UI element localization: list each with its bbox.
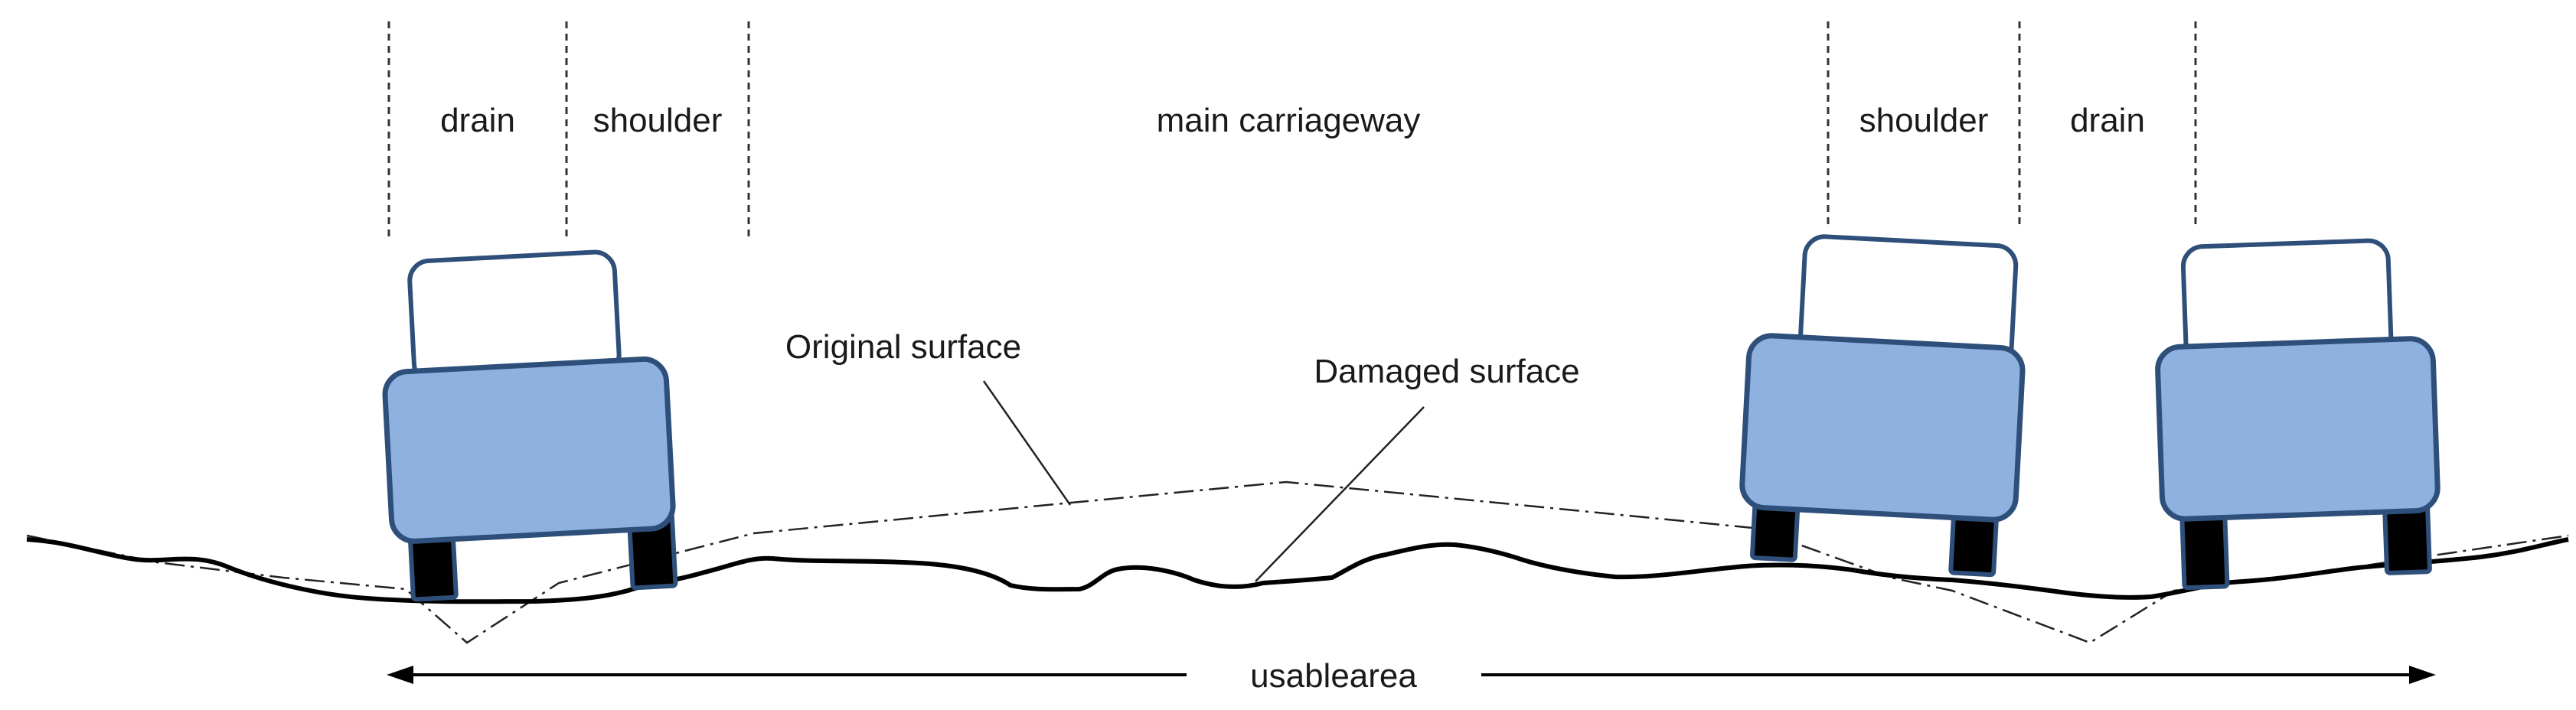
label-left-shoulder: shoulder — [593, 102, 723, 139]
label-usable-area: usablearea — [1250, 657, 1417, 695]
usable-area-arrow — [387, 666, 2436, 684]
damaged-surface-line — [26, 537, 2569, 604]
vehicle-body — [382, 356, 676, 544]
arrowhead-right-icon — [2409, 666, 2436, 684]
zone-dividers — [387, 21, 2197, 239]
original-surface-line — [26, 480, 2569, 644]
vehicle-icon — [1739, 234, 2026, 578]
label-left-drain: drain — [440, 102, 515, 139]
vehicle-icon — [382, 249, 678, 602]
vehicle-body — [2155, 336, 2441, 522]
vehicle-icon — [2155, 238, 2441, 591]
label-right-shoulder: shoulder — [1859, 102, 1989, 139]
callout-damaged-surface: Damaged surface — [1314, 353, 1579, 390]
original-surface-leader — [982, 380, 1072, 506]
damaged-surface-leader — [1255, 406, 1425, 582]
label-right-drain: drain — [2070, 102, 2145, 139]
label-main-carriageway: main carriageway — [1157, 102, 1421, 139]
callout-original-surface: Original surface — [785, 328, 1021, 366]
vehicle-body — [1739, 333, 2026, 523]
arrowhead-left-icon — [387, 666, 413, 684]
